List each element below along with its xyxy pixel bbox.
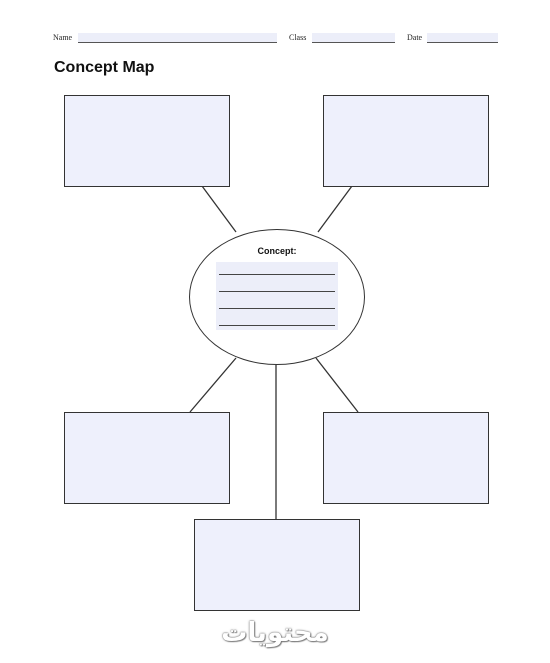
- concept-line: [219, 274, 335, 275]
- date-label: Date: [407, 33, 423, 42]
- concept-label: Concept:: [257, 246, 297, 256]
- connector-top-right: [317, 185, 353, 233]
- class-label: Class: [289, 33, 307, 42]
- concept-line: [219, 291, 335, 292]
- class-field[interactable]: [312, 33, 395, 43]
- header-row: Name Class Date: [0, 33, 550, 45]
- concept-line: [219, 325, 335, 326]
- concept-writing-area[interactable]: [216, 262, 338, 330]
- connector-top-left: [201, 185, 237, 233]
- connector-bottom-left: [189, 357, 237, 413]
- name-field[interactable]: [78, 33, 277, 43]
- page-title: Concept Map: [54, 59, 155, 76]
- watermark-logo: محتويات: [221, 618, 329, 648]
- connector-bottom-right: [315, 357, 359, 413]
- concept-box-bottom-left[interactable]: [64, 412, 230, 504]
- concept-line: [219, 308, 335, 309]
- date-field[interactable]: [427, 33, 498, 43]
- name-label: Name: [53, 33, 73, 42]
- concept-box-top-left[interactable]: [64, 95, 230, 187]
- concept-box-top-right[interactable]: [323, 95, 489, 187]
- concept-box-bottom-center[interactable]: [194, 519, 360, 611]
- concept-box-bottom-right[interactable]: [323, 412, 489, 504]
